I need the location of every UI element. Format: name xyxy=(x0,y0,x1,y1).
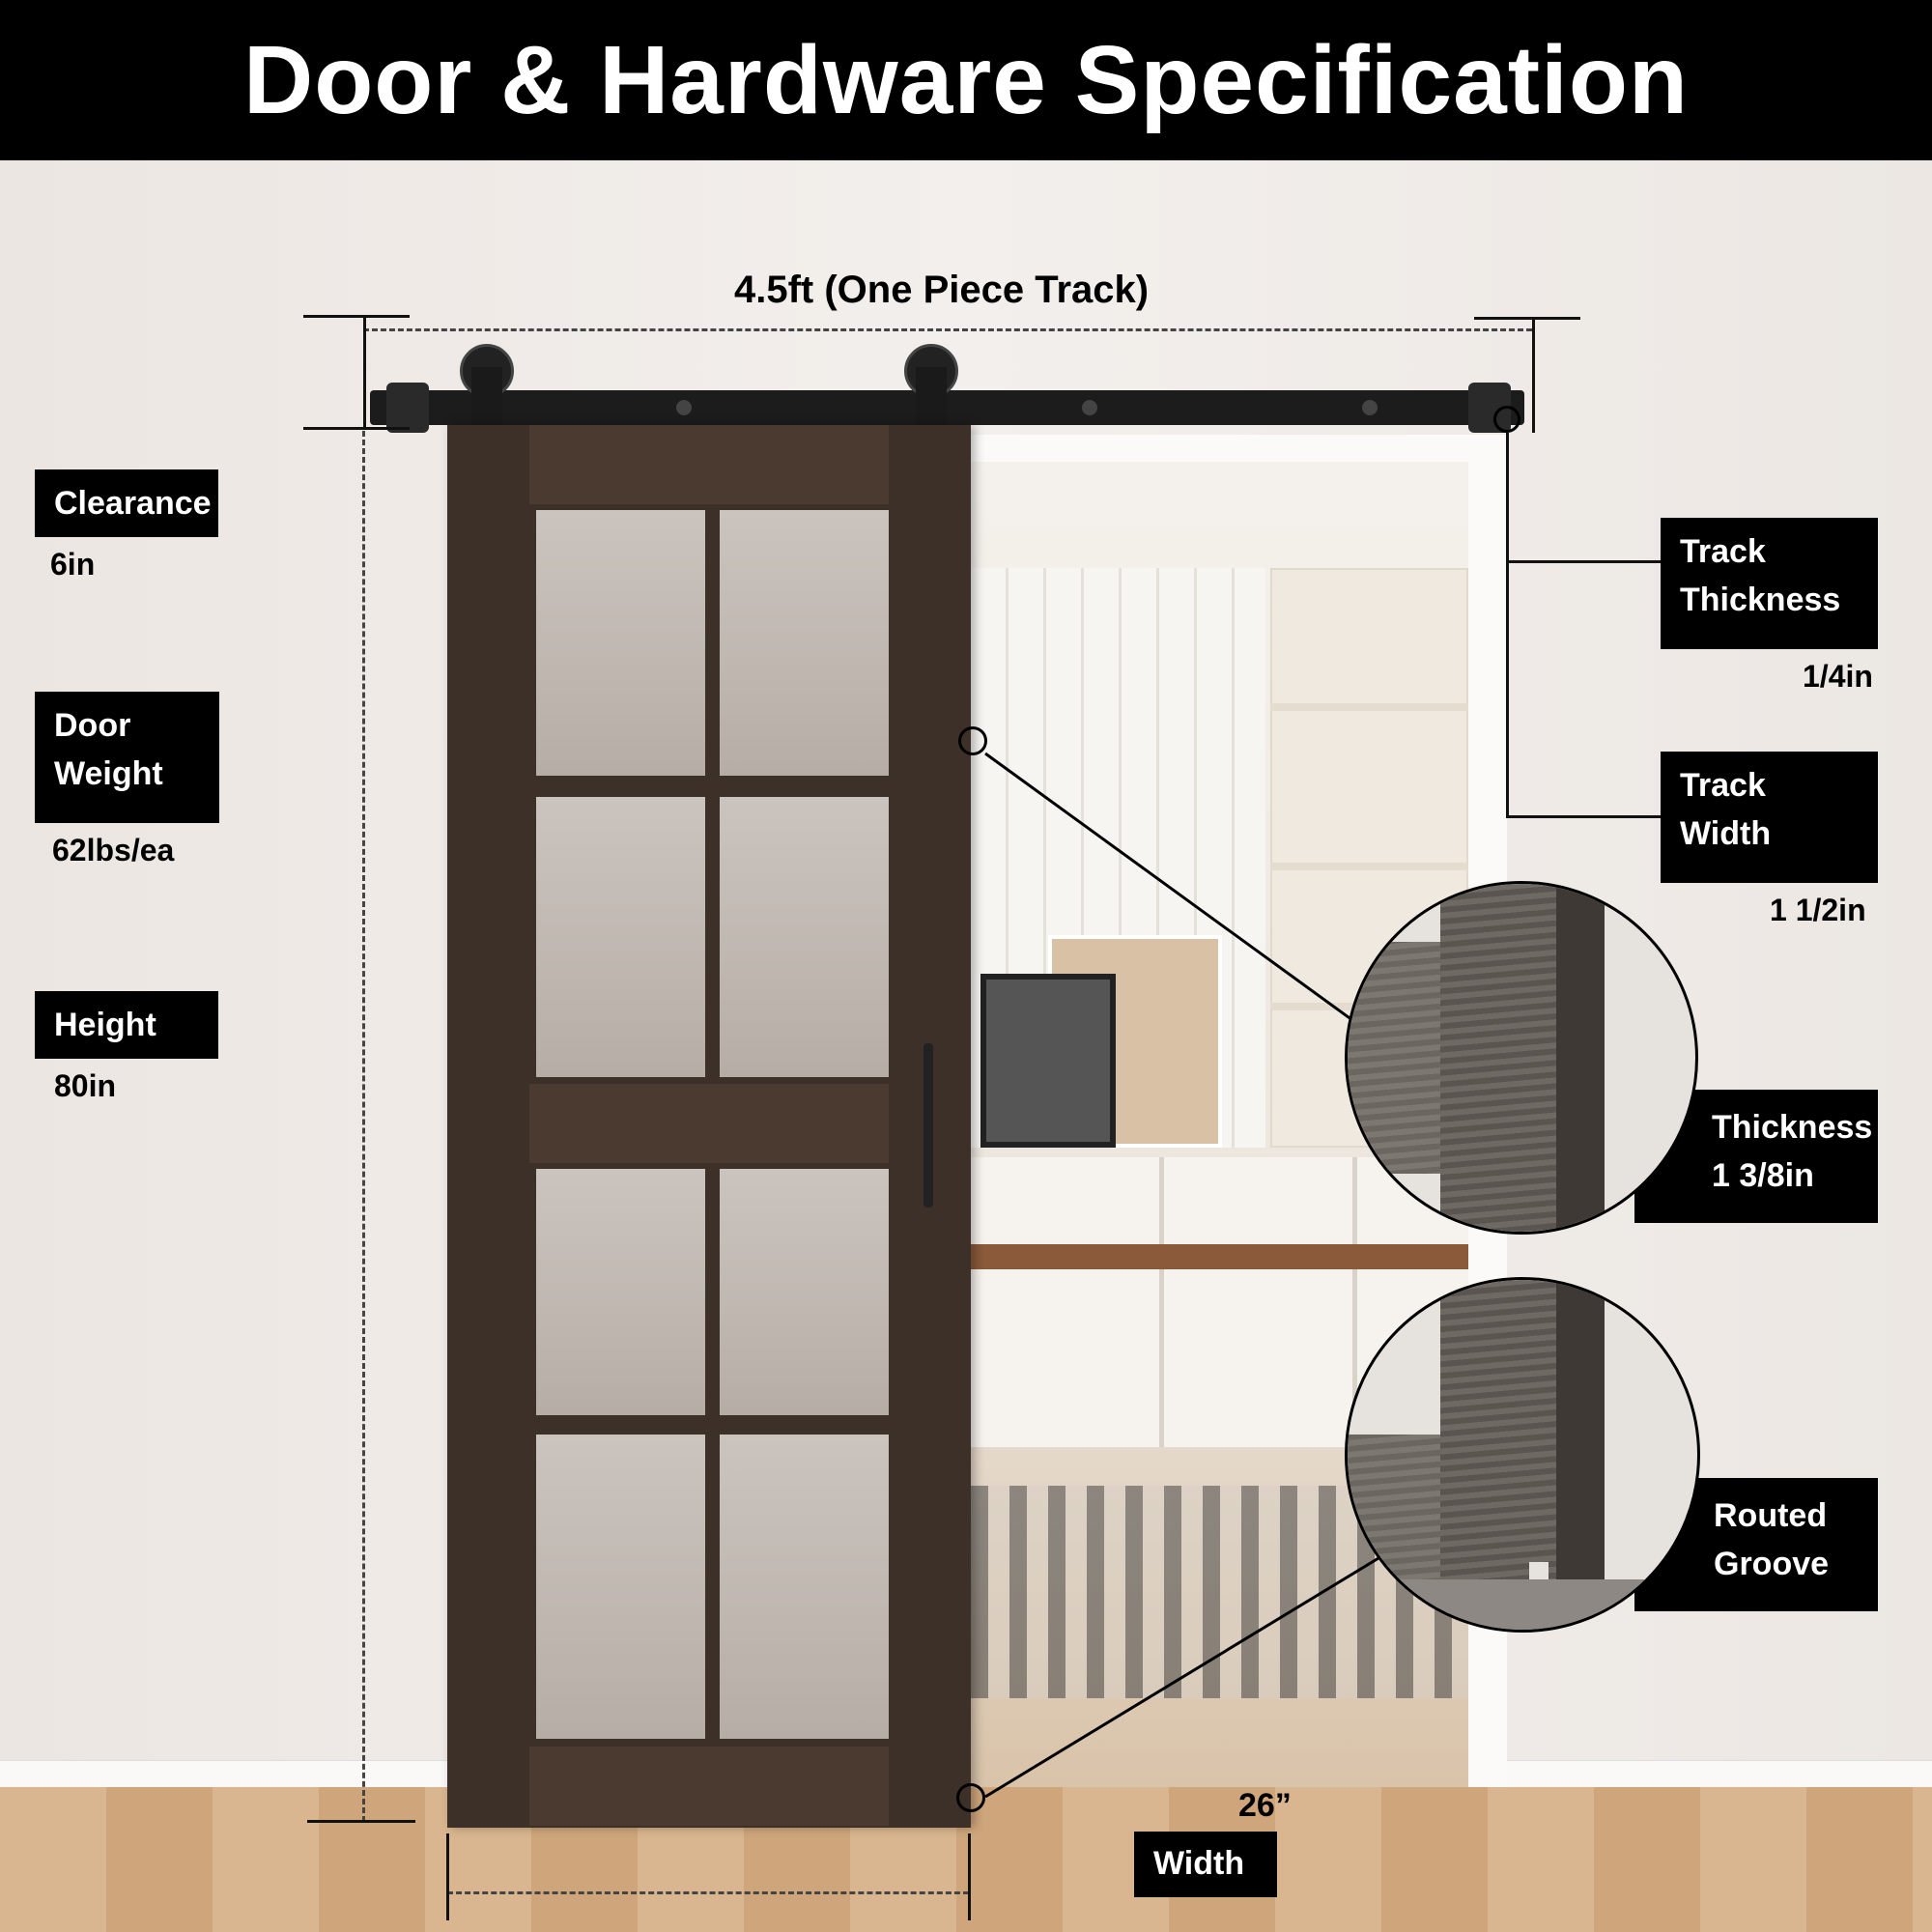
track-width-label: Track Width xyxy=(1661,752,1878,883)
bicycle-photo xyxy=(980,974,1116,1148)
door-weight-value: 62lbs/ea xyxy=(52,833,175,867)
height-value: 80in xyxy=(54,1068,117,1103)
width-label: Width xyxy=(1134,1832,1277,1897)
track-thickness-leader xyxy=(1506,560,1662,563)
groove-notch xyxy=(1529,1562,1548,1579)
door-edge-texture xyxy=(1440,884,1556,1232)
height-dimension-cap xyxy=(307,1820,415,1823)
thickness-value: 1 3/8in xyxy=(1712,1157,1814,1194)
track-bolt xyxy=(1362,400,1378,415)
shelf-board xyxy=(1270,863,1468,870)
track-bolt xyxy=(1082,400,1097,415)
track-callout-line xyxy=(1506,433,1509,817)
glass-pane xyxy=(536,1435,705,1739)
zoom-leader-bottom xyxy=(984,1553,1384,1799)
track-bolt xyxy=(676,400,692,415)
track-callout-ring xyxy=(1493,406,1520,433)
clearance-label: Clearance xyxy=(35,469,218,537)
track-width-leader xyxy=(1506,815,1662,818)
glass-pane xyxy=(720,1435,889,1739)
glass-pane xyxy=(720,510,889,776)
track-width-value: 1 1/2in xyxy=(1770,893,1866,927)
clearance-cap xyxy=(303,427,410,430)
door-bottom-rail xyxy=(529,1747,889,1826)
track-length-label: 4.5ft (One Piece Track) xyxy=(734,269,1150,311)
routed-groove-zoom-circle xyxy=(1345,1277,1700,1633)
shelf-board xyxy=(1270,703,1468,711)
thickness-label: Thickness 1 3/8in xyxy=(1634,1090,1878,1223)
glass-pane xyxy=(720,1169,889,1415)
door-face-texture xyxy=(1348,942,1440,1174)
track-dimension-tick xyxy=(363,315,366,429)
door-middle-rail xyxy=(529,1084,889,1163)
clearance-value: 6in xyxy=(50,547,96,582)
track-thickness-label: Track Thickness xyxy=(1661,518,1878,649)
glass-pane xyxy=(536,797,705,1077)
track-thickness-value: 1/4in xyxy=(1803,659,1873,694)
door-side-dark xyxy=(1556,884,1605,1232)
width-dimension-tick xyxy=(968,1833,971,1920)
door-edge-texture xyxy=(1440,1280,1556,1579)
zoom-leader-top xyxy=(984,752,1353,1022)
glass-pane xyxy=(536,1169,705,1415)
track-dimension-cap xyxy=(303,315,410,318)
edge-callout-ring-top xyxy=(958,726,987,755)
barn-door-track xyxy=(370,390,1524,425)
hanger-wheel xyxy=(460,344,514,398)
door-top-rail xyxy=(529,425,889,504)
track-dimension-cap xyxy=(1474,317,1580,320)
track-end-stop xyxy=(386,383,429,433)
barn-door xyxy=(447,425,971,1828)
track-dimension-line xyxy=(363,328,1532,331)
door-side-dark xyxy=(1556,1280,1605,1579)
track-dimension-tick xyxy=(1532,319,1535,433)
door-face-texture xyxy=(1348,1435,1440,1579)
height-dimension-line xyxy=(362,431,365,1822)
glass-pane xyxy=(720,797,889,1077)
width-value: 26” xyxy=(1238,1787,1292,1824)
thickness-label-text: Thickness xyxy=(1712,1109,1873,1146)
glass-pane xyxy=(536,510,705,776)
page-title: Door & Hardware Specification xyxy=(0,0,1932,160)
width-dimension-tick xyxy=(446,1833,449,1920)
floor-strip xyxy=(1348,1579,1697,1630)
door-weight-label: Door Weight xyxy=(35,692,219,823)
edge-callout-ring-bottom xyxy=(956,1783,985,1812)
width-dimension-line xyxy=(447,1891,969,1894)
door-handle xyxy=(923,1043,933,1208)
thickness-zoom-circle xyxy=(1345,881,1698,1235)
height-label: Height xyxy=(35,991,218,1059)
desk-top xyxy=(971,1244,1468,1269)
